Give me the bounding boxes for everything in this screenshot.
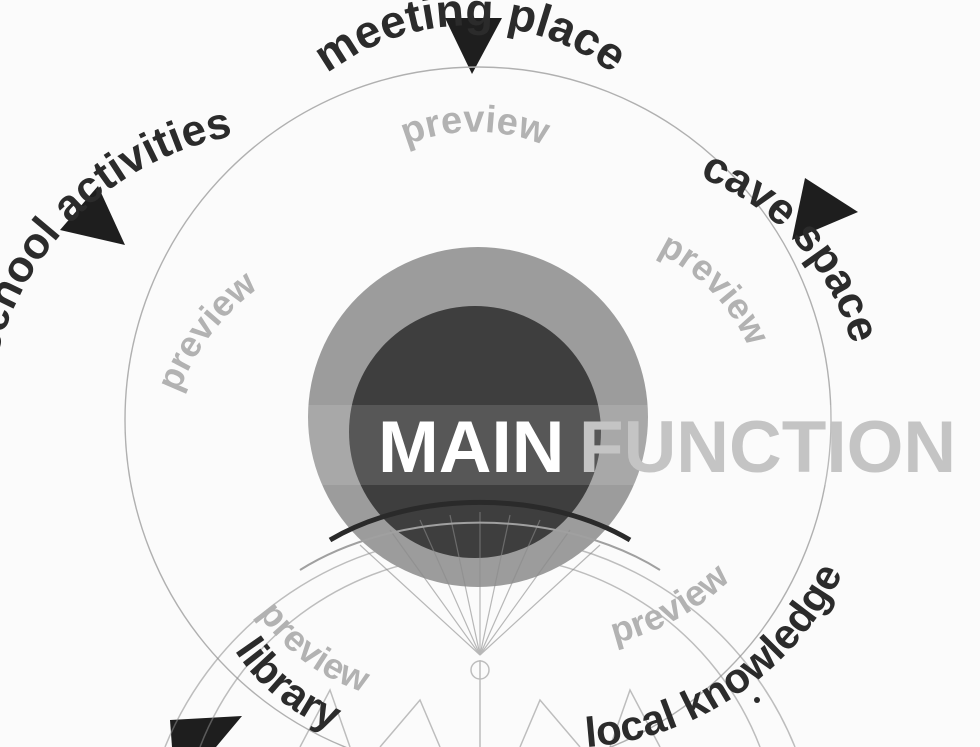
preview-tag-local-knowledge: preview: [606, 554, 737, 651]
preview-tag-meeting-place: preview: [395, 99, 555, 154]
center-main-text: MAIN: [378, 407, 565, 488]
preview-tag-cave-space: preview: [654, 224, 779, 352]
sunburst-lines: [359, 512, 601, 656]
center-band: [300, 405, 980, 485]
triangle-top-marker: [445, 18, 502, 74]
preview-tag-after-school-activities: preview: [148, 262, 264, 397]
function-label-after-school-activities: after school activities: [0, 98, 235, 468]
inner-dark-disc: [349, 306, 601, 558]
seal-arc-dark: [328, 499, 632, 543]
triangle-right-marker: [792, 178, 858, 240]
outer-ring: [124, 66, 832, 747]
small-dot: [754, 697, 760, 703]
seal-arc-light: [299, 521, 661, 571]
triangle-left-marker: [60, 186, 125, 245]
center-function-text: FUNCTION: [579, 407, 956, 488]
